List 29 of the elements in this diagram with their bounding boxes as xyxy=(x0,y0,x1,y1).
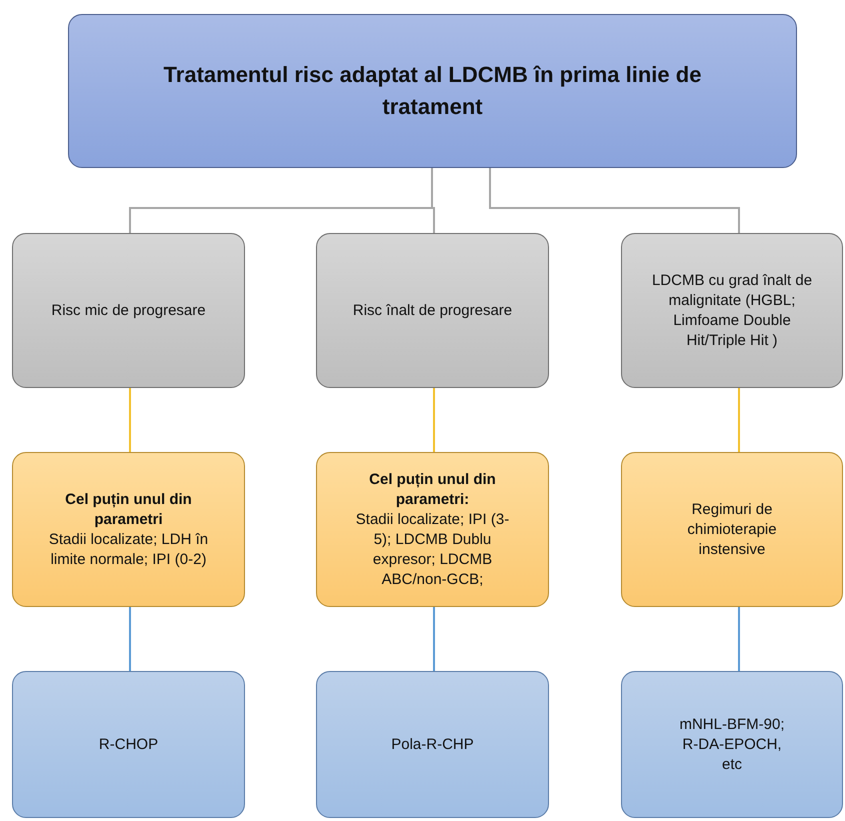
risk-group-box xyxy=(621,233,843,388)
therapy-box xyxy=(316,671,549,818)
criteria-box xyxy=(316,452,549,607)
connector-line xyxy=(738,388,740,452)
box-text: R-CHOP xyxy=(98,734,158,754)
therapy-box xyxy=(621,671,843,818)
connector-line xyxy=(433,607,435,671)
connector-line xyxy=(129,388,131,452)
risk-group-box xyxy=(12,233,245,388)
title-text: Tratamentul risc adaptat al LDCMB în prima linie de tratament xyxy=(162,61,702,121)
box-text: Stadii localizate; LDH în limite normale; IPI (0-2) xyxy=(48,530,210,570)
connector-line xyxy=(433,388,435,452)
criteria-box xyxy=(621,452,843,607)
title-box xyxy=(68,14,797,168)
box-text: Pola-R-CHP xyxy=(391,734,474,754)
box-text: Regimuri de chimioterapie instensive xyxy=(686,500,778,560)
box-heading: Cel puțin unul din parametri: xyxy=(368,470,497,510)
box-text: Risc înalt de progresare xyxy=(352,300,512,320)
therapy-box xyxy=(12,671,245,818)
box-text: Stadii localizate; IPI (3-5); LDCMB Dublu expresor; LDCMB ABC/non-GCB; xyxy=(354,510,510,590)
connector-line xyxy=(129,607,131,671)
box-text: LDCMB cu grad înalt de malignitate (HGBL; Limfoame Double Hit/Triple Hit ) xyxy=(650,270,814,350)
box-heading: Cel puțin unul din parametri xyxy=(64,490,193,530)
box-text: mNHL-BFM-90; R-DA-EPOCH, etc xyxy=(678,714,786,774)
connector-line xyxy=(489,168,740,233)
connector-line xyxy=(738,607,740,671)
criteria-box xyxy=(12,452,245,607)
box-text: Risc mic de progresare xyxy=(51,300,206,320)
risk-group-box xyxy=(316,233,549,388)
